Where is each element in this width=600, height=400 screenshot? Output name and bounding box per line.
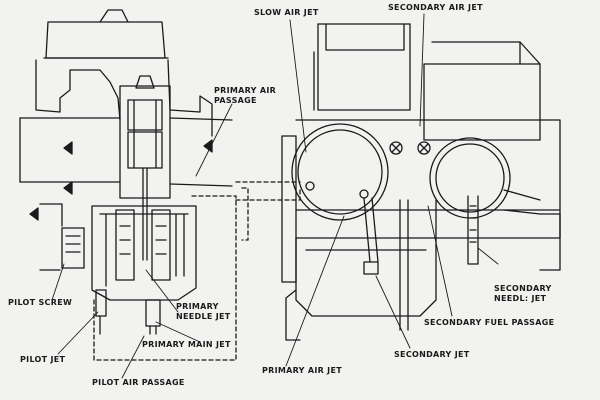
- label-secondary-jet: SECONDARY JET: [394, 350, 470, 359]
- label-pilot-jet: PILOT JET: [20, 355, 66, 364]
- throttle-slide: [119, 85, 171, 199]
- pilot-air-passage-line: [93, 195, 237, 361]
- primary-chamber-top: [317, 23, 411, 111]
- leader-secondary-jet: [375, 275, 411, 349]
- label-secondary-needle-jet-line2: NEEDL: JET: [494, 294, 547, 303]
- leader-primary-air-passage: [195, 103, 233, 177]
- label-secondary-air-jet: SECONDARY AIR JET: [388, 3, 483, 12]
- right-carburetor-body: [281, 23, 561, 341]
- leader-slow-air-jet: [289, 19, 307, 153]
- label-primary-needle-jet-line2: NEEDLE JET: [176, 312, 231, 321]
- leader-primary-main-jet: [155, 321, 201, 343]
- air-passages: [93, 181, 301, 361]
- label-primary-air-jet: PRIMARY AIR JET: [262, 366, 342, 375]
- label-secondary-needle-jet-line1: SECONDARY: [494, 284, 552, 293]
- label-pilot-air-passage: PILOT AIR PASSAGE: [92, 378, 185, 387]
- label-primary-air-passage-line2: PASSAGE: [214, 96, 257, 105]
- label-secondary-fuel-passage: SECONDARY FUEL PASSAGE: [424, 318, 555, 327]
- label-slow-air-jet: SLOW AIR JET: [254, 8, 319, 17]
- leader-secondary-air-jet: [419, 13, 425, 127]
- leader-secondary-fuel-passage: [427, 205, 453, 317]
- label-pilot-screw: PILOT SCREW: [8, 298, 73, 307]
- float-bowl: [91, 205, 197, 301]
- primary-bore: [291, 123, 389, 221]
- secondary-fuel-passage-line: [399, 199, 409, 331]
- leader-secondary-needle-jet: [477, 247, 499, 265]
- label-primary-needle-jet-line1: PRIMARY: [176, 302, 219, 311]
- leader-pilot-jet: [57, 311, 99, 355]
- primary-main-jet-part: [145, 299, 161, 327]
- leader-pilot-screw: [51, 263, 65, 301]
- label-primary-main-jet: PRIMARY MAIN JET: [142, 340, 231, 349]
- secondary-jet-part: [363, 261, 379, 275]
- leader-primary-needle-jet: [145, 269, 179, 313]
- label-primary-air-passage-line1: PRIMARY AIR: [214, 86, 277, 95]
- leader-lines: [51, 13, 499, 379]
- secondary-needle-jet-part: [467, 195, 479, 265]
- leader-primary-air-jet: [285, 215, 345, 367]
- left-carburetor-body: [19, 9, 233, 335]
- diaphragm-cover: [45, 21, 166, 59]
- pilot-screw-part: [61, 227, 85, 269]
- leader-pilot-air-passage: [121, 335, 145, 379]
- secondary-chamber-top: [423, 63, 541, 141]
